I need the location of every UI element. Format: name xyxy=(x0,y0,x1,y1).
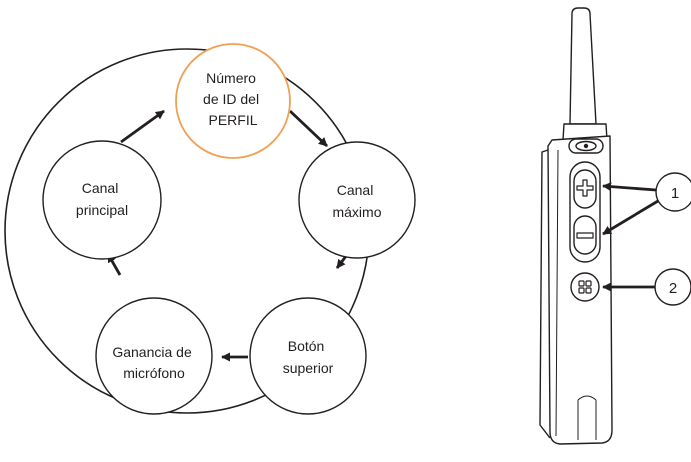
node-max-channel: Canal máximo xyxy=(298,141,416,259)
callout-1-arrow-lower xyxy=(602,199,659,236)
radio-device xyxy=(539,7,613,445)
node-max-channel-line-1: Canal xyxy=(337,182,374,198)
node-profile-id-line-1: Número xyxy=(206,70,256,86)
antenna xyxy=(569,7,597,125)
node-profile-id-line-3: PERFIL xyxy=(208,112,257,128)
menu-button xyxy=(570,272,600,302)
svg-text:Canal máximo: Canal máximo xyxy=(332,182,381,220)
node-main-channel: Canal principal xyxy=(42,140,162,260)
svg-text:Canal principal: Canal principal xyxy=(76,180,128,218)
radio-side-rail xyxy=(539,149,551,439)
arrow-profile-to-max xyxy=(289,109,328,148)
plus-icon xyxy=(576,179,594,197)
node-profile-id-line-2: de ID del xyxy=(203,91,259,107)
callout-1-label: 1 xyxy=(671,185,679,202)
callouts xyxy=(602,182,659,292)
callout-2: 2 xyxy=(654,268,691,306)
node-main-channel-line-2: principal xyxy=(76,202,128,218)
node-max-channel-line-2: máximo xyxy=(332,204,381,220)
grid-icon xyxy=(578,280,592,294)
minus-icon xyxy=(576,232,594,239)
callout-1: 1 xyxy=(655,172,691,212)
callout-1-circle xyxy=(655,172,691,212)
node-mic-gain-line-2: micrófono xyxy=(123,365,185,381)
radio-inner-line xyxy=(555,149,559,437)
svg-text:Ganancia de micrófono: Ganancia de micrófono xyxy=(112,344,195,381)
callout-2-label: 2 xyxy=(669,280,677,297)
cycle-nodes: Número de ID del PERFIL Canal máximo Bot… xyxy=(42,43,416,415)
callout-2-circle xyxy=(654,268,691,306)
node-top-button-line-2: superior xyxy=(283,360,334,376)
arrow-main-to-profile xyxy=(120,109,165,144)
node-top-button-line-1: Botón xyxy=(288,338,325,354)
node-mic-gain-line-1: Ganancia de xyxy=(112,344,192,360)
radio-bottom-detail xyxy=(577,395,597,440)
svg-text:Número de ID del: Número de ID del PERFIL xyxy=(203,70,263,128)
node-mic-gain: Ganancia de micrófono xyxy=(95,297,213,415)
svg-text:Botón superior: Botón superior xyxy=(283,338,334,376)
node-main-channel-line-1: Canal xyxy=(82,180,119,196)
node-top-button: Botón superior xyxy=(249,297,367,415)
callout-1-arrow-upper xyxy=(602,182,657,192)
node-profile-id: Número de ID del PERFIL xyxy=(175,43,291,159)
